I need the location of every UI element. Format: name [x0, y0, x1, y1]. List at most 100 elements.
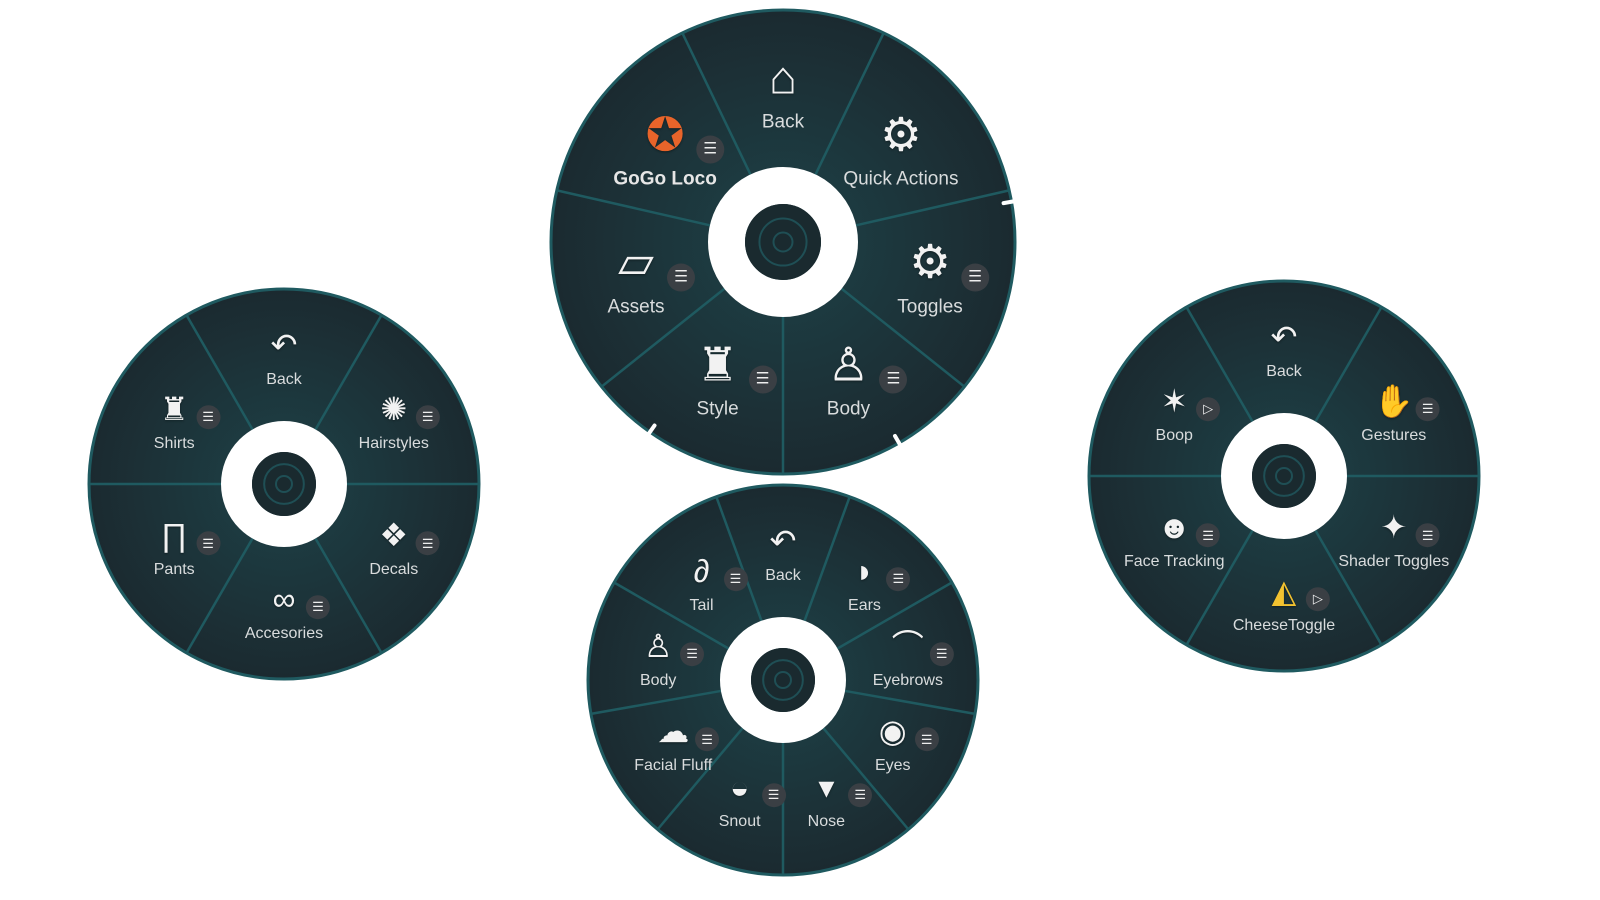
menu-item-accesories[interactable]: ∞☰Accesories [244, 579, 330, 643]
gogo-loco-icon: ✪ [645, 108, 685, 161]
submenu-list-icon: ☰ [848, 783, 873, 808]
menu-item-boop[interactable]: ✶▷Boop [1154, 381, 1221, 445]
nose-icon: ▾ [818, 769, 835, 806]
center-joystick [751, 648, 815, 712]
sector-divider [836, 581, 953, 650]
item-label: Accesories [244, 624, 324, 642]
eyebrow-icon: ⌒ [891, 628, 924, 665]
sparkle-icon: ✦ [1380, 509, 1408, 546]
menu-item-back[interactable]: ↶Back [264, 325, 304, 389]
sector-divider [1314, 306, 1383, 423]
menu-item-eyes[interactable]: ◉☰Eyes [873, 712, 939, 776]
menu-item-back[interactable]: ↶Back [763, 521, 803, 585]
center-ring [720, 617, 846, 743]
submenu-list-icon: ☰ [666, 263, 695, 292]
item-icon-wrap: ☻☰ [1154, 508, 1221, 548]
item-label: Style [696, 398, 739, 420]
menu-item-quick-actions[interactable]: ⚙Quick Actions [843, 106, 958, 191]
menu-item-body[interactable]: ♙☰Body [819, 335, 908, 420]
menu-item-body[interactable]: ♙☰Body [638, 626, 705, 690]
sector-divider [844, 689, 976, 716]
sector-divider [185, 537, 254, 654]
sector-divider [613, 581, 730, 650]
menu-item-toggles[interactable]: ⚙☰Toggles [897, 233, 990, 318]
home-back-icon: ⌂ [768, 51, 798, 104]
center-ring [221, 421, 347, 547]
eye-icon: ◉ [878, 713, 907, 750]
menu-item-face-tracking[interactable]: ☻☰ Face Tracking [1124, 508, 1224, 572]
sunglasses-icon: ∞ [272, 580, 296, 617]
menu-item-shirts[interactable]: ♜☰Shirts [153, 389, 221, 453]
item-label: Back [765, 567, 801, 585]
item-icon-wrap: ∞☰ [264, 579, 330, 619]
ear-icon: ◗ [854, 553, 875, 590]
menu-item-hairstyles[interactable]: ✺☰Hairstyles [359, 389, 440, 453]
item-icon-wrap: ✶▷ [1154, 381, 1221, 421]
cheese-icon: ◭ [1271, 572, 1297, 609]
submenu-list-icon: ☰ [415, 531, 440, 556]
box-icon: ▱ [618, 235, 654, 288]
sector-divider [803, 496, 851, 622]
item-label: Shirts [153, 434, 195, 452]
item-icon-wrap: ⚙☰ [901, 233, 990, 292]
sector-divider [855, 189, 1010, 227]
main-menu: ⌂Back⚙Quick Actions⚙☰Toggles♙☰Body♜☰Styl… [545, 4, 1021, 480]
decal-icon: ❖ [379, 517, 409, 554]
item-icon-wrap: ↶ [264, 325, 304, 365]
submenu-list-icon: ☰ [306, 594, 330, 619]
menu-item-cheesetoggle[interactable]: ◭▷CheeseToggle [1233, 571, 1335, 635]
item-label: Decals [369, 561, 419, 579]
joystick-ring-icon [263, 463, 305, 505]
item-icon-wrap: ♜☰ [689, 335, 777, 394]
item-label: Ears [848, 597, 881, 615]
item-icon-wrap: ⚙ [872, 106, 930, 164]
radial-background [87, 287, 481, 681]
item-icon-wrap: ⌒☰ [888, 626, 954, 667]
item-label: Eyebrows [872, 672, 943, 690]
menu-item-gogo-loco[interactable]: ✪☰GoGo Loco [613, 106, 725, 191]
submenu-list-icon: ☰ [748, 365, 777, 394]
play-toggle-icon: ▷ [1305, 586, 1330, 611]
submenu-list-icon: ☰ [929, 642, 954, 667]
joystick-dot-icon [1275, 467, 1293, 485]
menu-item-snout[interactable]: ◒☰Snout [718, 767, 786, 831]
clothing-icon: ♜ [696, 338, 739, 391]
radial-background [586, 483, 980, 877]
sector-divider [314, 314, 383, 431]
menu-item-assets[interactable]: ▱☰Assets [607, 233, 695, 318]
item-label: GoGo Loco [613, 168, 717, 190]
menu-item-tail[interactable]: ∂☰Tail [682, 551, 748, 615]
sector-divider [715, 496, 763, 622]
menu-item-nose[interactable]: ▾ ☰Nose [806, 767, 873, 831]
center-joystick [745, 204, 821, 280]
item-label: Shader Toggles [1338, 553, 1450, 571]
item-label: Face Tracking [1123, 553, 1225, 571]
menu-item-ears[interactable]: ◗ ☰ Ears [844, 551, 911, 615]
menu-item-facial-fluff[interactable]: ☁☰Facial Fluff [634, 712, 720, 776]
pants-icon: ∏ [161, 517, 188, 554]
sector-divider [681, 32, 752, 175]
item-label: Body [826, 398, 871, 420]
menu-item-back[interactable]: ↶Back [1264, 317, 1304, 381]
submenu-list-icon: ☰ [1196, 523, 1221, 548]
center-joystick [1252, 444, 1316, 508]
submenu-list-icon: ☰ [696, 135, 725, 164]
menu-item-shader-toggles[interactable]: ✦☰Shader Toggles [1338, 508, 1449, 572]
joystick-dot-icon [275, 475, 293, 493]
item-icon-wrap: ✪☰ [636, 106, 725, 164]
submenu-list-icon: ☰ [914, 727, 939, 752]
menu-item-decals[interactable]: ❖☰ Decals [369, 516, 440, 580]
item-label: Snout [718, 813, 761, 831]
menu-item-gestures[interactable]: ✋☰Gestures [1361, 381, 1440, 445]
menu-item-back[interactable]: ⌂ Back [754, 49, 812, 134]
item-label: Nose [807, 813, 846, 831]
back-arrow-icon: ↶ [1270, 319, 1298, 356]
hand-icon: ✋ [1373, 382, 1414, 419]
menu-item-eyebrows[interactable]: ⌒☰ Eyebrows [872, 626, 954, 690]
menu-item-pants[interactable]: ∏☰Pants [154, 516, 221, 580]
radial-background [1087, 279, 1481, 673]
submenu-list-icon: ☰ [695, 727, 720, 752]
item-label: Back [761, 111, 805, 133]
submenu-list-icon: ☰ [886, 567, 911, 592]
menu-item-style[interactable]: ♜☰Style [689, 335, 777, 420]
